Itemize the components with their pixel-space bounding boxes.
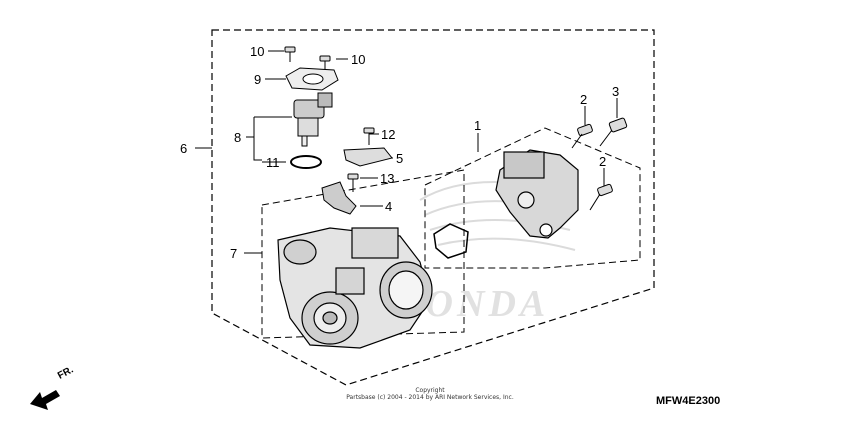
screw-12 — [363, 127, 375, 145]
sensor-unit-1 — [495, 149, 579, 239]
callout-6: 6 — [180, 141, 187, 156]
callout-10b: 10 — [351, 52, 365, 67]
callout-10a: 10 — [250, 44, 264, 59]
copyright-notice: Copyright Partsbase (c) 2004 - 2014 by A… — [330, 387, 530, 401]
copyright-line-2: Partsbase (c) 2004 - 2014 by ARI Network… — [346, 394, 514, 401]
bolt-3 — [599, 117, 628, 147]
o-ring-11 — [290, 155, 322, 169]
sensor-8 — [293, 92, 333, 147]
bolt-2b — [589, 183, 613, 211]
callout-1: 1 — [474, 118, 481, 133]
callout-5: 5 — [396, 151, 403, 166]
copyright-line-1: Copyright — [415, 387, 445, 394]
callout-3: 3 — [612, 84, 619, 99]
callout-2a: 2 — [580, 92, 587, 107]
callout-12: 12 — [381, 127, 395, 142]
screw-13 — [347, 173, 359, 192]
bracket-5 — [343, 147, 393, 167]
screw-10a — [284, 46, 296, 62]
callout-9: 9 — [254, 72, 261, 87]
sensor-gasket — [433, 223, 469, 259]
throttle-body-outline — [261, 169, 465, 339]
assembly-outline — [211, 29, 655, 386]
throttle-body-7 — [277, 227, 433, 349]
callout-11: 11 — [266, 155, 280, 170]
callout-13: 13 — [380, 171, 394, 186]
gasket-plate-9 — [285, 67, 339, 91]
front-arrow-icon — [30, 390, 60, 410]
sensor-unit-outline — [424, 127, 641, 269]
callout-2b: 2 — [599, 154, 606, 169]
callout-labels: 1 2 2 3 4 5 6 7 8 9 10 10 11 12 13 — [180, 44, 619, 261]
diagram-code: MFW4E2300 — [656, 395, 721, 407]
screw-10b — [319, 55, 331, 70]
leader-lines — [195, 50, 618, 254]
bolt-2a — [571, 123, 593, 149]
callout-7: 7 — [230, 246, 237, 261]
callout-8: 8 — [234, 130, 241, 145]
callout-4: 4 — [385, 199, 392, 214]
sensor-4 — [321, 181, 357, 215]
